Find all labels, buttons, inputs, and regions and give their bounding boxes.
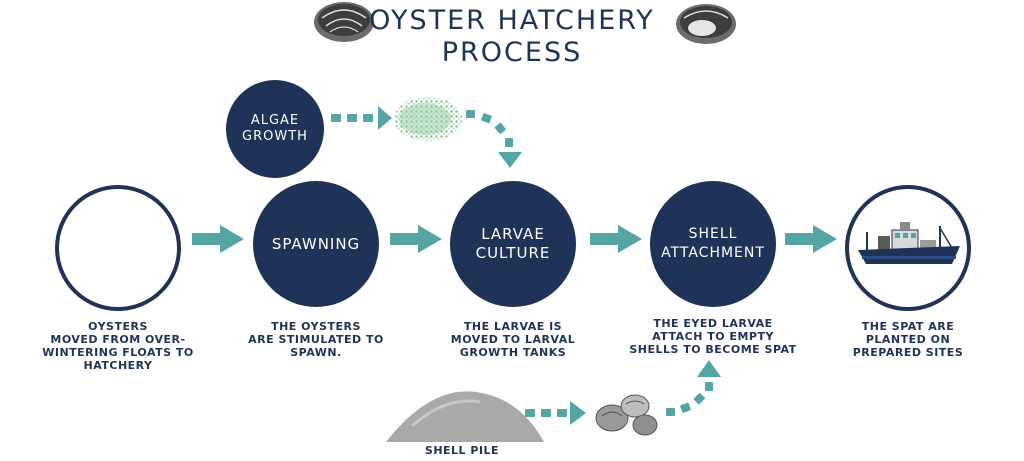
caption-line: SHELLS TO BECOME SPAT	[629, 343, 797, 356]
caption-line: THE OYSTERS	[271, 320, 361, 333]
node-label: SPAWNING	[271, 235, 361, 253]
oyster-icon	[676, 4, 736, 44]
caption-line: PREPARED SITES	[852, 346, 964, 359]
node-label-line: LARVAE	[481, 225, 545, 243]
planting-node	[845, 185, 971, 311]
arrow-step-4	[785, 225, 837, 253]
spawning-node: SPAWNING	[253, 181, 379, 307]
arrow-step-2	[390, 225, 442, 253]
arrow-shell-pile	[525, 401, 586, 425]
shell-attachment-node: SHELL ATTACHMENT	[650, 181, 776, 307]
arrow-shells-up	[666, 360, 721, 416]
caption-line: GROWTH TANKS	[459, 346, 567, 359]
arrow-algae-down	[466, 110, 522, 168]
caption-spawning: THE OYSTERS ARE STIMULATED TO SPAWN.	[238, 320, 394, 359]
caption-planting: THE SPAT ARE PLANTED ON PREPARED SITES	[830, 320, 986, 359]
caption-line: PLANTED ON	[865, 333, 951, 346]
node-label-line: CULTURE	[475, 244, 551, 262]
node-label-line: ALGAE	[250, 113, 300, 128]
page-title: OYSTER HATCHERY	[369, 5, 655, 36]
node-label-line: SHELL	[688, 226, 738, 242]
oyster-icon	[314, 2, 374, 42]
caption-line: ARE STIMULATED TO	[248, 333, 384, 346]
caption-line: ATTACH TO EMPTY	[652, 330, 774, 343]
node-label-line: GROWTH	[242, 129, 308, 144]
page-subtitle: PROCESS	[441, 37, 583, 68]
arrow-step-1	[192, 225, 244, 253]
shell-pile-label: SHELL PILE	[424, 444, 500, 457]
caption-line: SPAWN.	[290, 346, 342, 359]
arrow-algae-to-culture	[331, 106, 392, 130]
arrow-step-3	[590, 225, 642, 253]
shell-pile-icon	[386, 391, 544, 442]
larvae-culture-node: LARVAE CULTURE	[450, 181, 576, 307]
caption-attachment: THE EYED LARVAE ATTACH TO EMPTY SHELLS T…	[625, 317, 801, 356]
oysters-node	[55, 185, 181, 311]
algae-growth-node: ALGAE GROWTH	[226, 80, 324, 178]
node-label-line: ATTACHMENT	[661, 245, 765, 261]
caption-line: OYSTERS	[88, 320, 148, 333]
caption-larvae: THE LARVAE IS MOVED TO LARVAL GROWTH TAN…	[435, 320, 591, 359]
caption-line: THE LARVAE IS	[463, 320, 563, 333]
caption-line: THE SPAT ARE	[861, 320, 955, 333]
caption-line: HATCHERY	[83, 359, 153, 372]
algae-icon	[394, 97, 462, 141]
caption-line: MOVED TO LARVAL	[450, 333, 576, 346]
caption-line: WINTERING FLOATS TO	[42, 346, 194, 359]
caption-line: THE EYED LARVAE	[653, 317, 773, 330]
caption-line: MOVED FROM OVER-	[50, 333, 186, 346]
shells-icon	[595, 394, 658, 436]
caption-oysters: OYSTERS MOVED FROM OVER- WINTERING FLOAT…	[40, 320, 196, 372]
